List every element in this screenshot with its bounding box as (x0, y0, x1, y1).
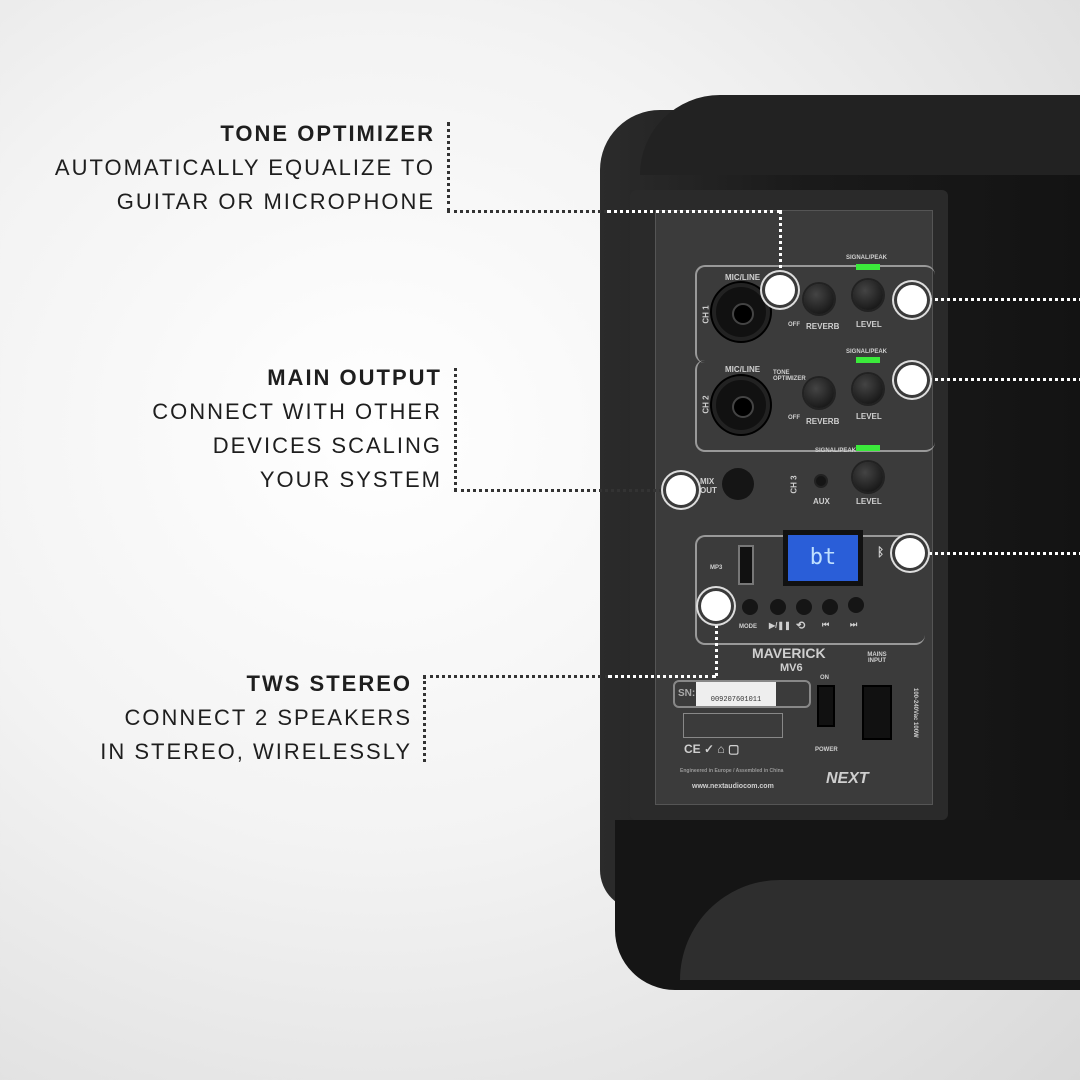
leader-line (910, 552, 1080, 555)
play-pause-icon: ▶/❚❚ (769, 621, 791, 630)
speaker-top (640, 95, 1080, 175)
website-label: www.nextaudiocom.com (692, 783, 774, 790)
hotspot-bluetooth[interactable] (895, 538, 925, 568)
signal-led-ch1 (856, 264, 880, 270)
ch1-label: CH 1 (701, 305, 711, 324)
xlr-combo-jack-ch2[interactable] (712, 376, 770, 434)
power-label: POWER (815, 747, 838, 753)
brand-label: MAVERICK (752, 645, 826, 661)
serial-barcode: 009207601011 (696, 682, 776, 706)
signal-peak-label-3: SIGNAL/PEAK (815, 448, 857, 454)
callout-line: IN STEREO, WIRELESSLY (100, 739, 412, 764)
callout-line: CONNECT WITH OTHER (152, 399, 442, 424)
callout-tws-stereo: TWS STEREO CONNECT 2 SPEAKERS IN STEREO,… (100, 667, 412, 769)
play-pause-button[interactable] (770, 599, 786, 615)
mix-out-jack[interactable] (722, 468, 754, 500)
mains-input-socket[interactable] (862, 685, 892, 740)
mp3-file-icon: MP3 (710, 565, 723, 571)
on-label: ON (820, 675, 829, 681)
signal-peak-label-2: SIGNAL/PEAK (846, 349, 888, 355)
leader-line (607, 210, 781, 213)
leader-line (454, 489, 680, 492)
leader-line (912, 378, 1080, 381)
speaker-base-arch (680, 880, 1080, 980)
hotspot-ch2[interactable] (897, 365, 927, 395)
certification-icons: CE ✓ ⌂ ▢ (684, 742, 740, 756)
leader-line (715, 606, 718, 676)
level-label-2: LEVEL (856, 412, 882, 421)
xlr-combo-jack-ch1[interactable] (712, 283, 770, 341)
callout-line: AUTOMATICALLY EQUALIZE TO (54, 155, 435, 180)
made-in-label: Engineered in Europe / Assembled in Chin… (680, 768, 784, 774)
level-knob-ch3[interactable] (853, 462, 883, 492)
mode-button[interactable] (742, 599, 758, 615)
next-icon: ⏭ (850, 620, 858, 629)
reverb-label-2: REVERB (806, 417, 840, 426)
repeat-button[interactable] (796, 599, 812, 615)
lcd-display: bt (783, 530, 863, 586)
reverb-label-1: REVERB (806, 322, 840, 331)
off-label-1: OFF (788, 322, 800, 328)
power-switch[interactable] (817, 685, 835, 727)
mic-line-label-2: MIC/LINE (725, 365, 761, 374)
reverb-knob-ch2[interactable] (804, 378, 834, 408)
mains-input-label: MAINS INPUT (867, 652, 887, 664)
callout-line: YOUR SYSTEM (259, 467, 442, 492)
mix-out-label: MIX OUT (700, 477, 717, 495)
ch2-box (695, 360, 935, 452)
reverb-knob-ch1[interactable] (804, 284, 834, 314)
usb-port[interactable] (738, 545, 754, 585)
level-label-1: LEVEL (856, 320, 882, 329)
leader-line (423, 675, 608, 678)
callout-tone-optimizer: TONE OPTIMIZER AUTOMATICALLY EQUALIZE TO… (55, 117, 435, 219)
ch1-box (695, 265, 935, 363)
aux-jack[interactable] (814, 474, 828, 488)
tone-optimizer-label: TONE OPTIMIZER (773, 370, 806, 382)
rating-label: 100-240Vac 100W (912, 688, 918, 738)
leader-line (447, 210, 607, 213)
hotspot-tws-stereo[interactable] (701, 591, 731, 621)
callout-title: MAIN OUTPUT (267, 365, 442, 390)
leader-line (447, 122, 450, 212)
signal-peak-label-1: SIGNAL/PEAK (846, 255, 888, 261)
level-label-3: LEVEL (856, 497, 882, 506)
off-label-2: OFF (788, 415, 800, 421)
ch3-label: CH 3 (789, 475, 799, 494)
bluetooth-icon: ᛒ (877, 545, 885, 559)
prev-button[interactable] (822, 599, 838, 615)
next-button[interactable] (848, 597, 864, 613)
leader-line (454, 368, 457, 491)
signal-led-ch2 (856, 357, 880, 363)
lcd-text: bt (788, 535, 858, 581)
next-logo: NEXT (826, 770, 869, 787)
mode-label: MODE (739, 624, 757, 630)
hotspot-tone-optimizer[interactable] (765, 275, 795, 305)
aux-label: AUX (813, 497, 830, 506)
signal-led-ch3 (856, 445, 880, 451)
level-knob-ch1[interactable] (853, 280, 883, 310)
callout-main-output: MAIN OUTPUT CONNECT WITH OTHER DEVICES S… (152, 361, 442, 497)
leader-line (912, 298, 1080, 301)
model-label: MV6 (780, 662, 803, 674)
warning-label (683, 713, 783, 738)
ch2-label: CH 2 (701, 395, 711, 414)
callout-line: CONNECT 2 SPEAKERS (124, 705, 412, 730)
hotspot-main-output[interactable] (666, 475, 696, 505)
level-knob-ch2[interactable] (853, 374, 883, 404)
prev-icon: ⏮ (822, 620, 830, 629)
callout-title: TONE OPTIMIZER (220, 121, 435, 146)
leader-line (779, 210, 782, 288)
leader-line (423, 676, 426, 762)
leader-line (608, 675, 716, 678)
callout-line: GUITAR OR MICROPHONE (116, 189, 435, 214)
serial-box (673, 680, 811, 708)
callout-title: TWS STEREO (246, 671, 412, 696)
callout-line: DEVICES SCALING (212, 433, 442, 458)
mic-line-label-1: MIC/LINE (725, 273, 761, 282)
repeat-icon: ⟲ (796, 620, 806, 632)
hotspot-ch1[interactable] (897, 285, 927, 315)
sn-label: SN: (678, 688, 696, 699)
